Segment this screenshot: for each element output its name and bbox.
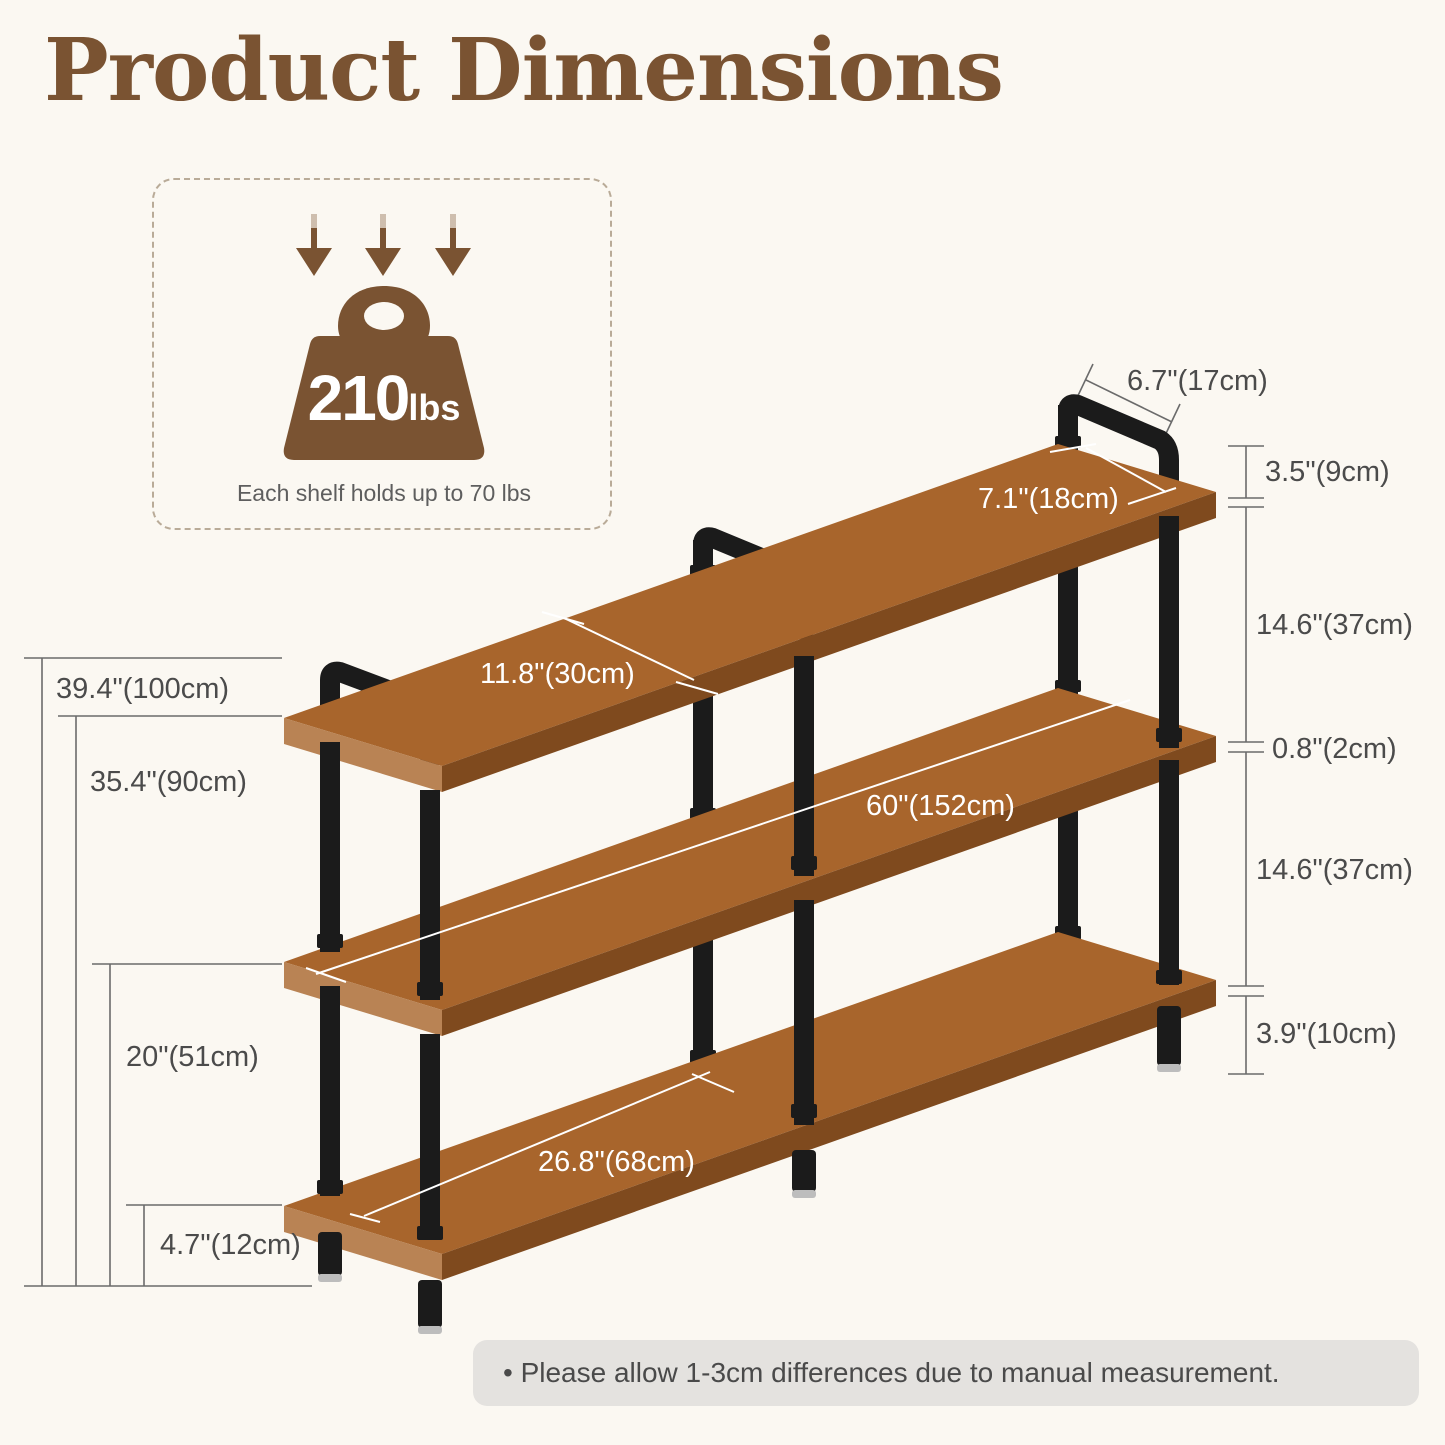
page-title: Product Dimensions xyxy=(44,20,1004,121)
capacity-caption: Each shelf holds up to 70 lbs xyxy=(236,480,532,506)
middle-shelf xyxy=(284,688,1216,1036)
lower-gap-label: 14.6"(37cm) xyxy=(1256,854,1413,886)
section-width-label: 26.8"(68cm) xyxy=(538,1146,695,1178)
shelf-measure-lines xyxy=(305,443,1177,1223)
shelf-depth-label: 7.1"(18cm) xyxy=(978,483,1119,515)
load-capacity-box: 210lbs Each shelf holds up to 70 lbs xyxy=(152,178,612,530)
pipe-spacing-label: 11.8"(30cm) xyxy=(480,658,635,690)
down-arrow-icon xyxy=(296,214,332,276)
bottom-shelf xyxy=(284,932,1216,1280)
middle-shelf-height-label: 20"(51cm) xyxy=(126,1041,259,1073)
shelf-feet xyxy=(318,1006,1181,1334)
upper-gap-label: 14.6"(37cm) xyxy=(1256,609,1413,641)
weight-icon xyxy=(283,286,485,460)
weight-value: 210lbs xyxy=(280,366,488,430)
down-arrow-icon xyxy=(435,214,471,276)
depth-top-label: 6.7"(17cm) xyxy=(1127,365,1268,397)
down-arrow-icon xyxy=(365,214,401,276)
left-dimension-lines xyxy=(24,657,312,1287)
top-rail-height-label: 3.5"(9cm) xyxy=(1265,456,1390,488)
top-shelf xyxy=(284,444,1216,792)
bottom-shelf-height-label: 4.7"(12cm) xyxy=(160,1229,301,1261)
shelf-thickness-label: 0.8"(2cm) xyxy=(1272,733,1397,765)
total-width-label: 60"(152cm) xyxy=(866,790,1015,822)
weight-number: 210 xyxy=(307,362,411,434)
total-height-label: 39.4"(100cm) xyxy=(56,673,230,705)
measurement-note: • Please allow 1-3cm differences due to … xyxy=(473,1340,1419,1406)
front-pipes xyxy=(317,516,1182,1240)
weight-unit: lbs xyxy=(408,387,461,428)
foot-height-label: 3.9"(10cm) xyxy=(1256,1018,1397,1050)
top-shelf-height-label: 35.4"(90cm) xyxy=(90,766,247,798)
right-dimension-lines xyxy=(1073,363,1264,1075)
